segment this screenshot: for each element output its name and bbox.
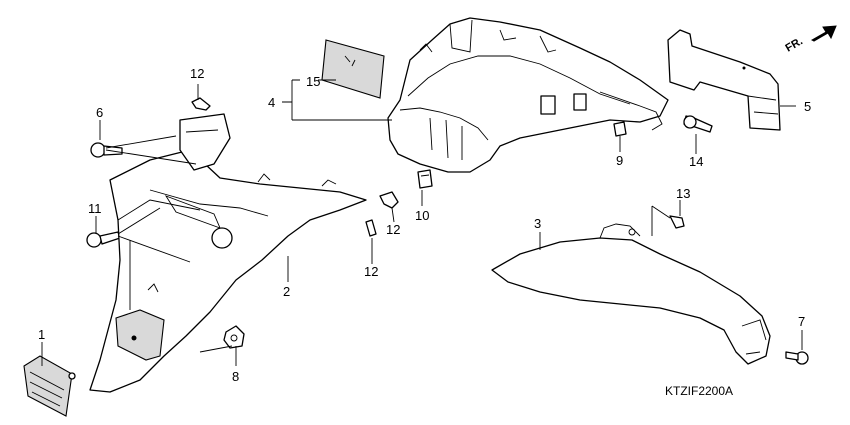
callout-3: 3 <box>534 216 541 231</box>
front-direction-arrow: FR. <box>784 25 837 55</box>
part-11-bolt <box>86 231 121 248</box>
callout-6: 6 <box>96 105 103 120</box>
callout-11: 11 <box>88 201 102 216</box>
callout-12-top: 12 <box>190 66 204 81</box>
part-1-reflector <box>23 355 76 417</box>
part-10-clip <box>417 169 433 189</box>
callout-12-low: 12 <box>364 264 378 279</box>
callout-4: 4 <box>268 95 275 110</box>
callout-10: 10 <box>415 208 429 223</box>
part-5-bracket-plate <box>667 29 781 131</box>
callout-9: 9 <box>616 153 623 168</box>
drawing-code: KTZIF2200A <box>665 384 733 398</box>
part-2-rear-fender <box>89 113 367 393</box>
callout-2: 2 <box>283 284 290 299</box>
part-7-bolt <box>785 351 809 365</box>
part-13-screw <box>669 215 685 229</box>
callout-15: 15 <box>306 74 320 89</box>
callout-7: 7 <box>798 314 805 329</box>
part-12-screw-low <box>365 219 377 237</box>
part-3-inner-fender <box>491 223 771 365</box>
part-4-inner-frame <box>387 17 669 173</box>
callout-8: 8 <box>232 369 239 384</box>
callout-1: 1 <box>38 327 45 342</box>
leader-lines <box>41 79 803 366</box>
part-6-bolt <box>90 142 123 158</box>
part-8-nut <box>223 325 245 349</box>
direction-label: FR. <box>784 35 805 54</box>
callout-13: 13 <box>676 186 690 201</box>
callout-5: 5 <box>804 99 811 114</box>
part-15-label-plate <box>321 39 385 99</box>
callout-labels: 1 2 3 4 5 6 7 8 9 10 11 12 12 12 13 14 1… <box>38 66 811 384</box>
callout-14: 14 <box>689 154 703 169</box>
part-12-screw-top <box>191 97 211 111</box>
direction-arrow-icon <box>810 25 837 42</box>
part-14-bolt <box>683 115 713 133</box>
part-12-screw-mid <box>379 191 399 209</box>
part-9-clip-nut <box>613 121 627 137</box>
callout-12-mid: 12 <box>386 222 400 237</box>
